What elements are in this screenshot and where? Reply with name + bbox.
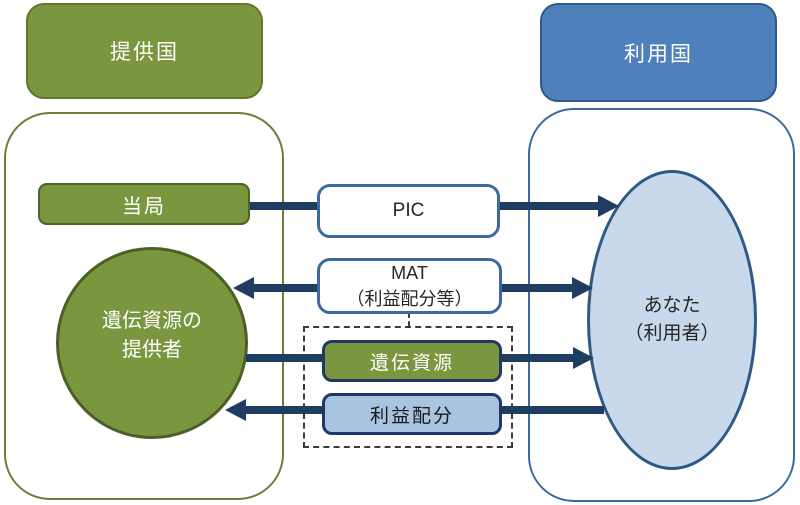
user-ellipse: あなた （利用者） — [587, 170, 757, 470]
exchange-dashed-group — [303, 326, 513, 448]
benefit-sharing-label: 利益配分 — [369, 405, 454, 427]
benefit-sharing-arrowhead-left — [225, 399, 246, 421]
authority-label: 当局 — [122, 195, 166, 218]
mat-arrowhead-right — [572, 277, 593, 299]
pic-label: PIC — [392, 200, 425, 221]
genetic-resource-provider-circle: 遺伝資源の 提供者 — [56, 247, 248, 439]
user-ellipse-text: あなた （利用者） — [624, 294, 720, 345]
authority-box: 当局 — [38, 183, 250, 225]
genetic-resource-box: 遺伝資源 — [322, 340, 502, 382]
user-country-header: 利用国 — [540, 3, 777, 102]
mat-box: MAT （利益配分等） — [317, 258, 502, 314]
genetic-resource-label: 遺伝資源 — [369, 352, 454, 374]
mat-group-dashed-connector — [408, 313, 410, 326]
provider-country-header: 提供国 — [26, 3, 263, 99]
pic-arrowhead-right — [598, 195, 619, 217]
benefit-sharing-box: 利益配分 — [322, 393, 502, 435]
mat-arrowhead-left — [233, 277, 254, 299]
genetic-resource-arrowhead-right — [573, 347, 594, 369]
provider-country-label: 提供国 — [110, 41, 179, 64]
user-country-label: 利用国 — [624, 42, 693, 66]
genetic-resource-provider-text: 遺伝資源の 提供者 — [102, 310, 202, 361]
pic-box: PIC — [317, 184, 500, 238]
mat-label: MAT （利益配分等） — [346, 262, 473, 309]
